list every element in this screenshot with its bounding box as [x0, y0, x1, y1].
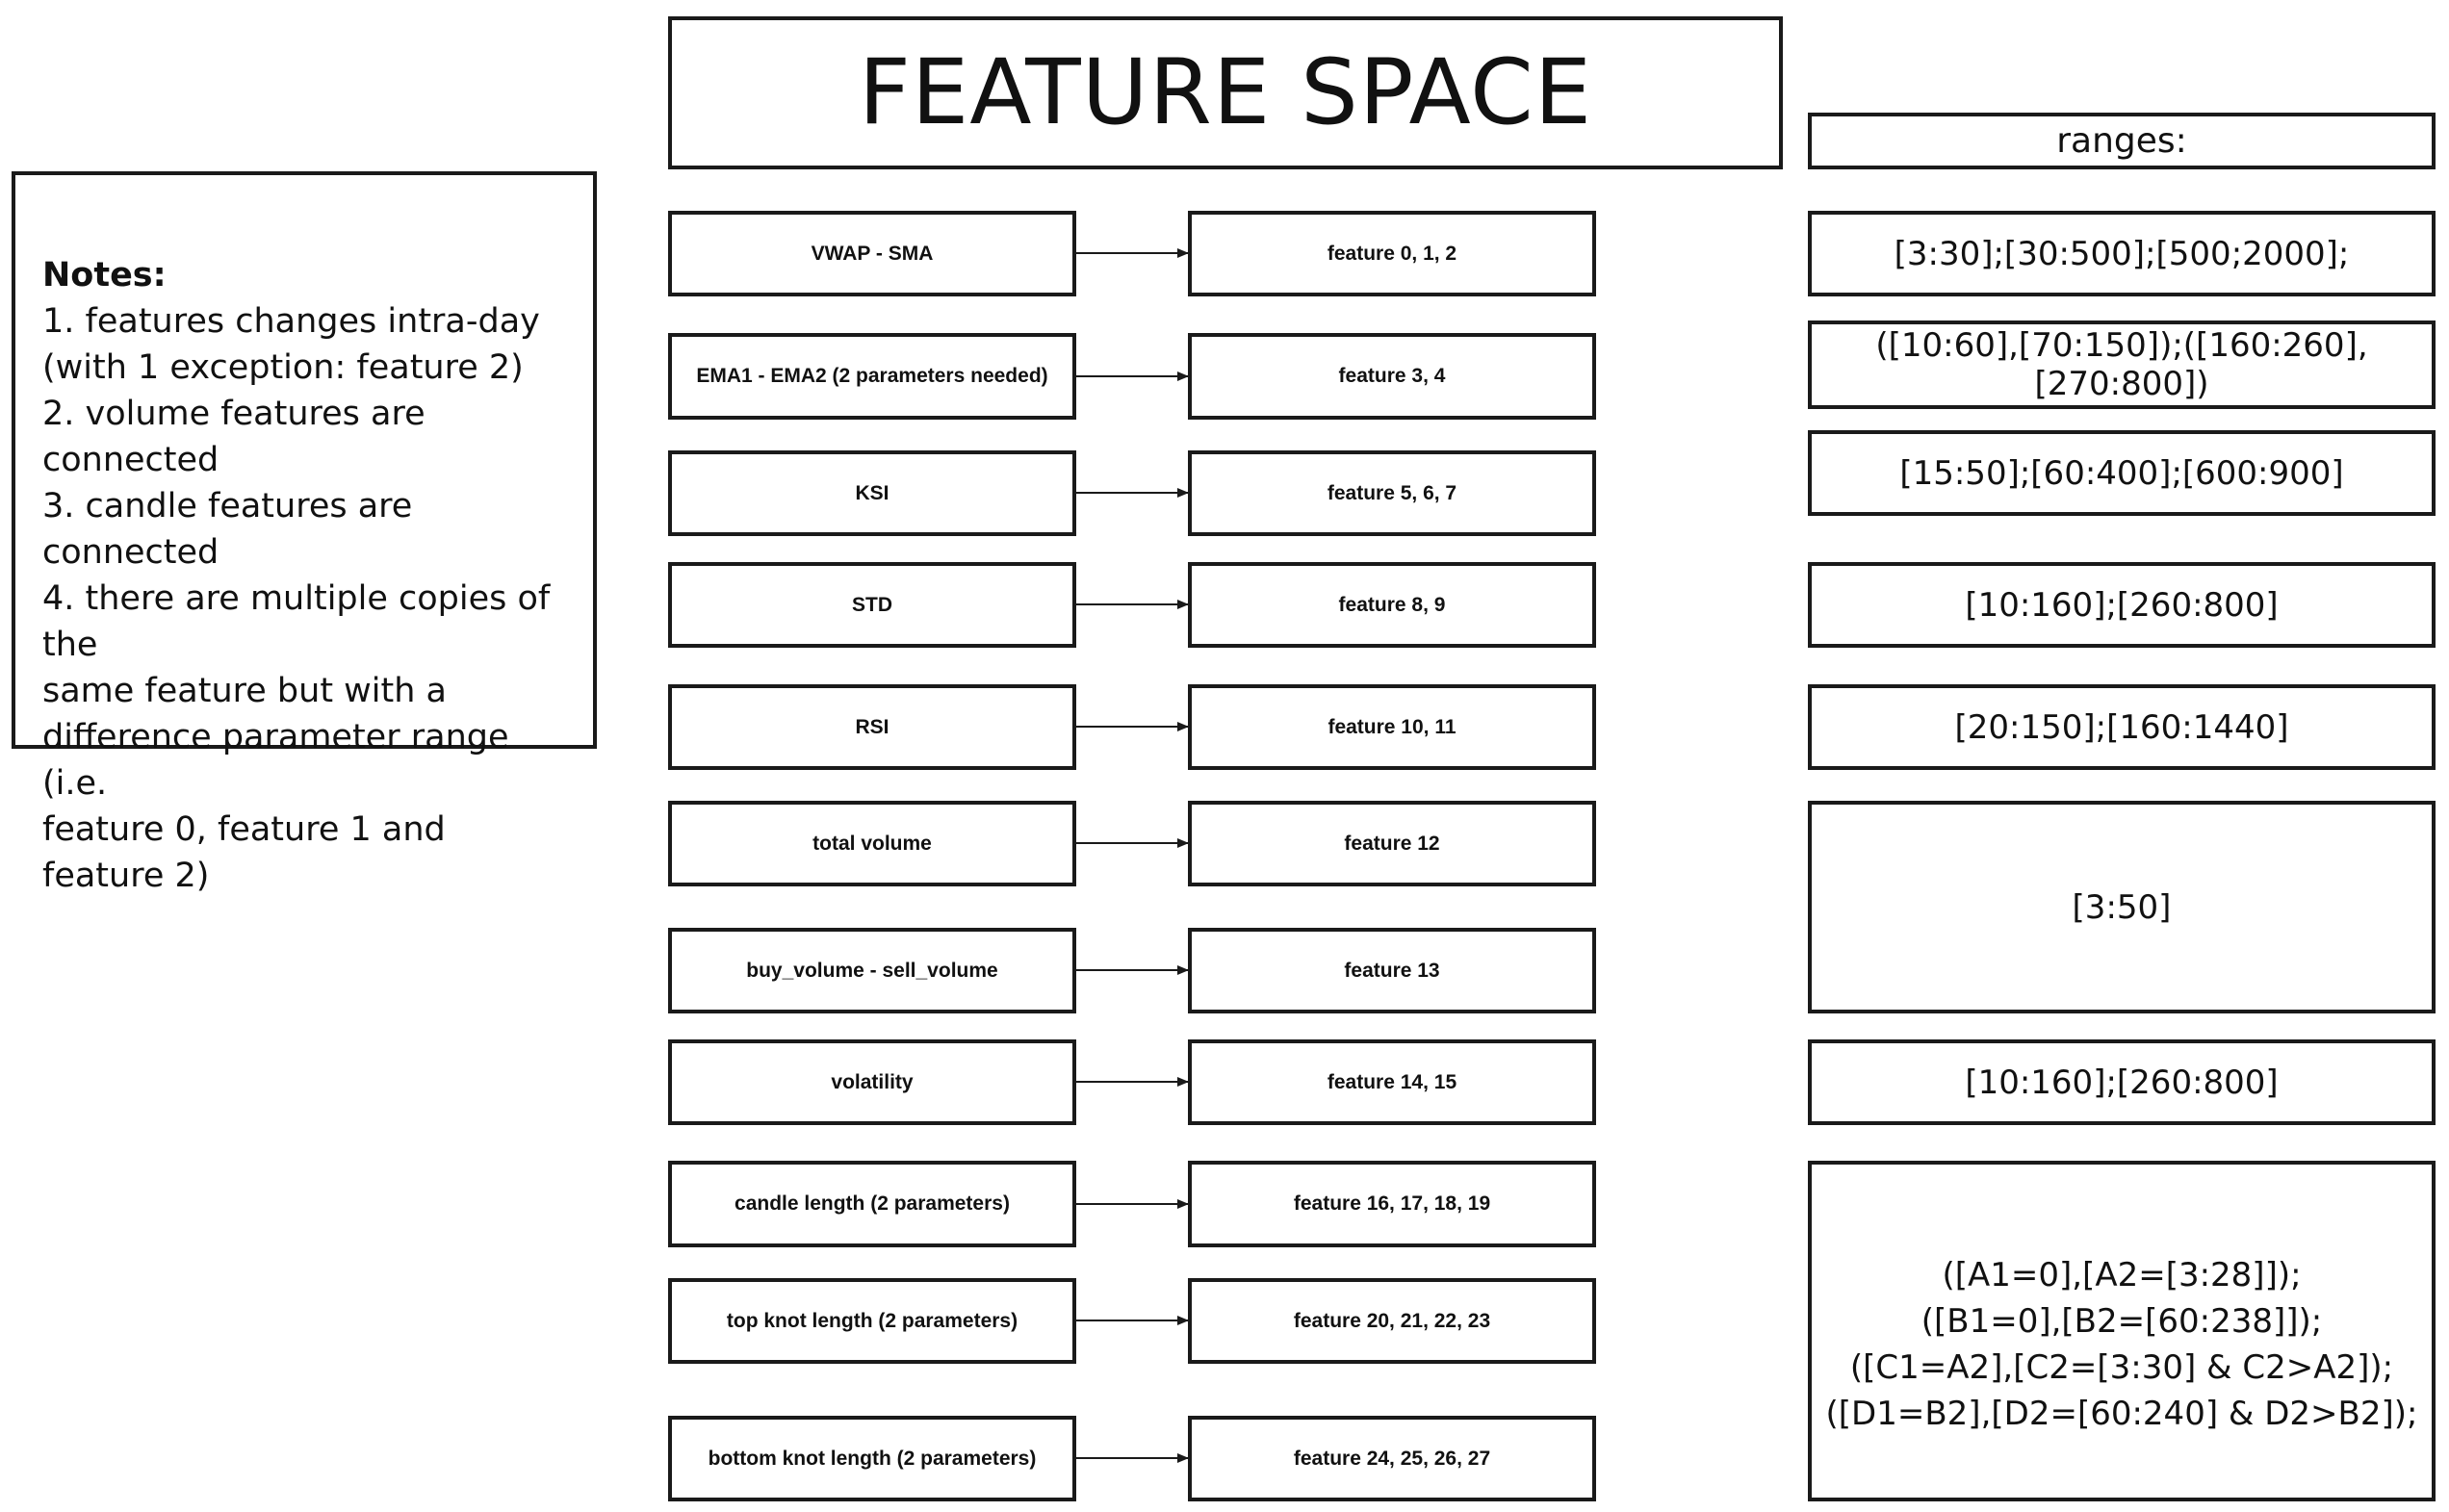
- indicator-label: RSI: [855, 715, 889, 738]
- indicator-label: KSI: [855, 481, 889, 504]
- range-candle-line: ([D1=B2],[D2=[60:240] & D2>B2]);: [1825, 1395, 2418, 1433]
- indicator-label: bottom knot length (2 parameters): [708, 1447, 1037, 1470]
- indicator-box-ema: EMA1 - EMA2 (2 parameters needed): [668, 333, 1076, 420]
- indicator-box-ksi: KSI: [668, 450, 1076, 536]
- range-candle-line: ([B1=0],[B2=[60:238]]);: [1921, 1302, 2323, 1341]
- feature-label: feature 5, 6, 7: [1327, 481, 1457, 504]
- feature-box-3-4: feature 3, 4: [1188, 333, 1596, 420]
- indicator-box-vwap-sma: VWAP - SMA: [668, 211, 1076, 296]
- feature-box-13: feature 13: [1188, 928, 1596, 1013]
- feature-label: feature 10, 11: [1328, 715, 1457, 738]
- feature-label: feature 16, 17, 18, 19: [1293, 1192, 1491, 1215]
- range-box-ksi: [15:50];[60:400];[600:900]: [1808, 430, 2436, 516]
- notes-line: 3. candle features are connected: [42, 487, 413, 572]
- feature-label: feature 14, 15: [1327, 1070, 1457, 1093]
- feature-box-20-23: feature 20, 21, 22, 23: [1188, 1278, 1596, 1364]
- indicator-box-candle-length: candle length (2 parameters): [668, 1161, 1076, 1247]
- range-box-std: [10:160];[260:800]: [1808, 562, 2436, 648]
- range-candle-line: ([A1=0],[A2=[3:28]]);: [1942, 1256, 2302, 1294]
- feature-label: feature 24, 25, 26, 27: [1293, 1447, 1491, 1470]
- indicator-label: VWAP - SMA: [811, 242, 934, 265]
- indicator-label: buy_volume - sell_volume: [746, 959, 998, 982]
- indicator-box-total-volume: total volume: [668, 801, 1076, 886]
- range-label: [3:50]: [2072, 887, 2172, 927]
- range-box-vwap-sma: [3:30];[30:500];[500;2000];: [1808, 211, 2436, 296]
- feature-box-10-11: feature 10, 11: [1188, 684, 1596, 770]
- feature-box-24-27: feature 24, 25, 26, 27: [1188, 1416, 1596, 1501]
- range-box-rsi: [20:150];[160:1440]: [1808, 684, 2436, 770]
- feature-label: feature 0, 1, 2: [1327, 242, 1457, 265]
- feature-box-0-2: feature 0, 1, 2: [1188, 211, 1596, 296]
- indicator-label: top knot length (2 parameters): [726, 1309, 1018, 1332]
- indicator-label: total volume: [812, 832, 932, 855]
- notes-line: 4. there are multiple copies of the: [42, 579, 551, 664]
- indicator-label: volatility: [831, 1070, 914, 1093]
- ranges-heading: ranges:: [2056, 121, 2187, 161]
- page-title: FEATURE SPACE: [858, 40, 1593, 145]
- range-box-volatility: [10:160];[260:800]: [1808, 1039, 2436, 1125]
- range-box-candle: ([A1=0],[A2=[3:28]]); ([B1=0],[B2=[60:23…: [1808, 1161, 2436, 1501]
- notes-line: 1. features changes intra-day: [42, 302, 540, 341]
- feature-box-5-7: feature 5, 6, 7: [1188, 450, 1596, 536]
- ranges-header-box: ranges:: [1808, 113, 2436, 169]
- range-box-volume: [3:50]: [1808, 801, 2436, 1013]
- indicator-box-top-knot-length: top knot length (2 parameters): [668, 1278, 1076, 1364]
- notes-line: difference parameter range (i.e.: [42, 718, 509, 803]
- feature-label: feature 20, 21, 22, 23: [1293, 1309, 1491, 1332]
- range-label: [20:150];[160:1440]: [1954, 707, 2289, 747]
- notes-line: same feature but with a: [42, 672, 447, 710]
- indicator-box-bottom-knot-length: bottom knot length (2 parameters): [668, 1416, 1076, 1501]
- feature-label: feature 13: [1344, 959, 1440, 982]
- indicator-label: STD: [852, 593, 892, 616]
- range-label: [10:160];[260:800]: [1965, 1063, 2279, 1102]
- indicator-box-rsi: RSI: [668, 684, 1076, 770]
- range-label: [10:160];[260:800]: [1965, 585, 2279, 625]
- indicator-label: candle length (2 parameters): [735, 1192, 1010, 1215]
- notes-content: Notes: 1. features changes intra-day (wi…: [42, 252, 566, 899]
- feature-box-8-9: feature 8, 9: [1188, 562, 1596, 648]
- feature-box-14-15: feature 14, 15: [1188, 1039, 1596, 1125]
- feature-label: feature 8, 9: [1338, 593, 1446, 616]
- indicator-box-volatility: volatility: [668, 1039, 1076, 1125]
- notes-line: (with 1 exception: feature 2): [42, 348, 524, 387]
- indicator-box-std: STD: [668, 562, 1076, 648]
- feature-box-16-19: feature 16, 17, 18, 19: [1188, 1161, 1596, 1247]
- indicator-box-buy-sell-volume: buy_volume - sell_volume: [668, 928, 1076, 1013]
- feature-label: feature 3, 4: [1338, 365, 1446, 387]
- range-label: ([10:60],[70:150]);([160:260],[270:800]): [1875, 326, 2368, 403]
- feature-label: feature 12: [1344, 832, 1440, 855]
- range-label: [15:50];[60:400];[600:900]: [1899, 453, 2344, 493]
- range-label: [3:30];[30:500];[500;2000];: [1894, 234, 2350, 273]
- range-box-ema: ([10:60],[70:150]);([160:260],[270:800]): [1808, 320, 2436, 409]
- notes-line: feature 0, feature 1 and feature 2): [42, 810, 446, 895]
- title-box: FEATURE SPACE: [668, 16, 1783, 169]
- notes-heading: Notes:: [42, 256, 167, 295]
- feature-box-12: feature 12: [1188, 801, 1596, 886]
- notes-line: 2. volume features are connected: [42, 395, 425, 479]
- notes-box: Notes: 1. features changes intra-day (wi…: [12, 171, 597, 895]
- range-candle-line: ([C1=A2],[C2=[3:30] & C2>A2]);: [1849, 1348, 2394, 1387]
- indicator-label: EMA1 - EMA2 (2 parameters needed): [696, 365, 1048, 387]
